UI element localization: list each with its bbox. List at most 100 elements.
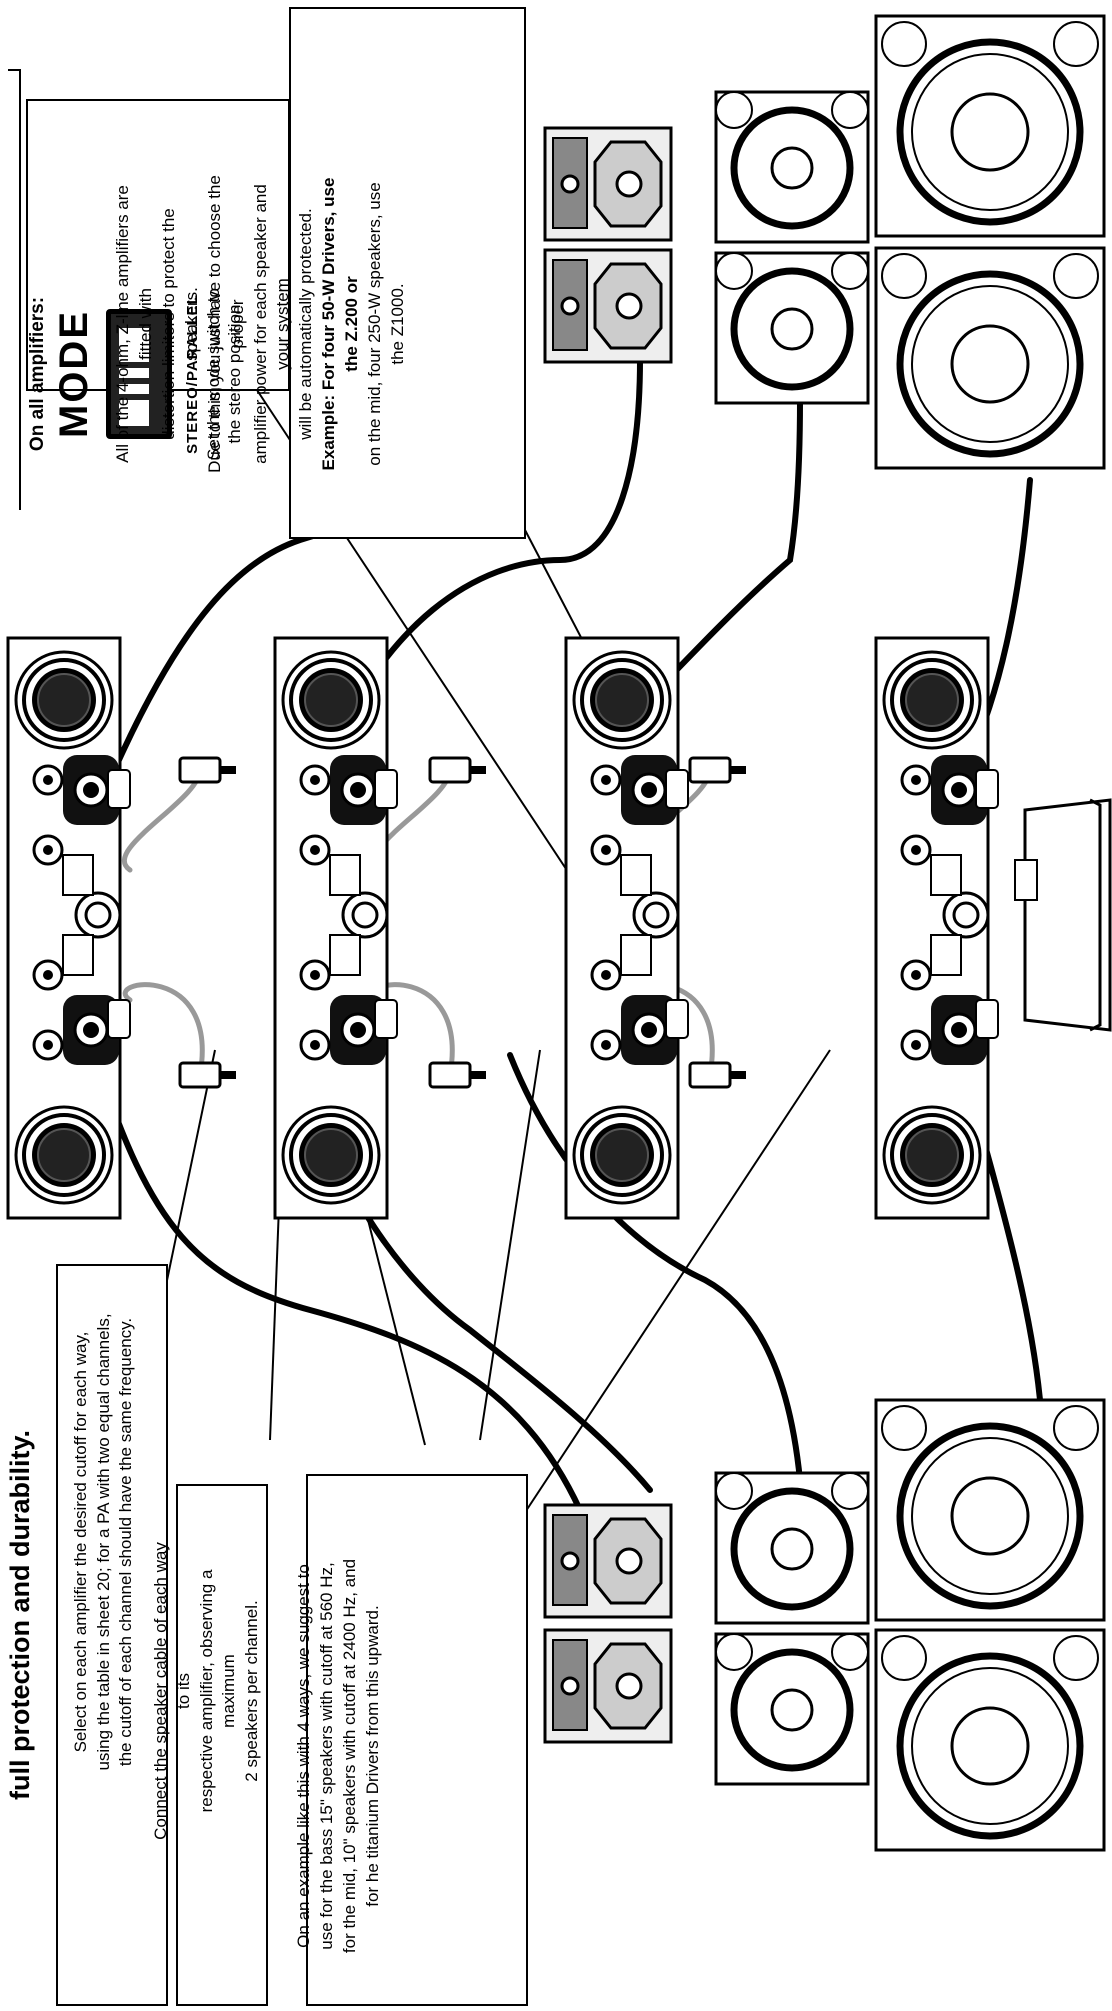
port-hole [716, 1473, 752, 1509]
power-switch-inner [954, 903, 978, 927]
speakon-pin [350, 782, 366, 798]
pointer-limiters-b [525, 530, 585, 645]
amplifier-1 [8, 638, 130, 1218]
speakon-pin [83, 782, 99, 798]
bass-speaker-bottom-b [876, 1630, 1104, 1850]
mixer-body [1025, 800, 1110, 1030]
mid-speaker-top-a [716, 92, 868, 242]
xlr-pin [911, 845, 921, 855]
trs-plug [690, 758, 730, 782]
xlr-pin [601, 970, 611, 980]
cutoff-line3: the cutoff of each channel should have t… [115, 1281, 138, 1803]
limiters-line7: on the mid, four 250-W speakers, use the… [364, 173, 410, 475]
jack-plug [666, 770, 688, 808]
xlr-pin [310, 970, 320, 980]
port-hole [716, 253, 752, 289]
trs-plug-tip [470, 1071, 486, 1079]
example-note: On an example like this with 4 ways, we … [232, 1526, 446, 1986]
example-line4: for he titanium Drivers from this upward… [362, 1526, 385, 1986]
xlr-pin [911, 970, 921, 980]
xlr-pin [43, 775, 53, 785]
dip-switch [330, 855, 360, 895]
horn-connector [562, 1678, 578, 1694]
port-hole [716, 1634, 752, 1670]
example-line3: for the mid, 10" speakers with cutoff at… [339, 1526, 362, 1986]
speakon-pin [641, 782, 657, 798]
xlr-pin [310, 775, 320, 785]
dip-switch [931, 855, 961, 895]
speakon-pin [350, 1022, 366, 1038]
xlr-pin [310, 1040, 320, 1050]
limiters-line2: distortion limiters to protect the speak… [158, 173, 204, 475]
dip-switch [330, 935, 360, 975]
trs-plug [430, 758, 470, 782]
fan-hub [38, 1129, 90, 1181]
trs-plug [180, 1063, 220, 1087]
xlr-pin [601, 845, 611, 855]
example-line1: On an example like this with 4 ways, we … [293, 1526, 316, 1986]
horn-throat [617, 294, 641, 318]
bass-speaker-bottom-a [876, 1400, 1104, 1620]
example-line2: use for the bass 15" speakers with cutof… [316, 1526, 339, 1986]
mid-dustcap [772, 309, 812, 349]
dip-switch [63, 935, 93, 975]
jack-plug [976, 1000, 998, 1038]
port-hole [832, 1634, 868, 1670]
dip-switch [931, 935, 961, 975]
trs-plug-tip [730, 1071, 746, 1079]
cutoff-line1: Select on each amplifier the desired cut… [70, 1281, 93, 1803]
jack-plug [108, 770, 130, 808]
port-hole [882, 1406, 926, 1450]
jack-plug [108, 1000, 130, 1038]
speakon-pin [83, 1022, 99, 1038]
fan-hub [906, 1129, 958, 1181]
horn-driver-top-a [545, 128, 671, 240]
trs-plug [180, 758, 220, 782]
dip-switch [621, 855, 651, 895]
port-hole [882, 22, 926, 66]
port-hole [1054, 1406, 1098, 1450]
horn-throat [617, 1674, 641, 1698]
port-hole [832, 253, 868, 289]
mid-dustcap [772, 148, 812, 188]
fan-hub [906, 674, 958, 726]
limiters-line5: will be automatically protected. [295, 173, 318, 475]
port-hole [832, 92, 868, 128]
cutoff-line2: using the table in sheet 20; for a PA wi… [93, 1281, 116, 1803]
xlr-pin [43, 970, 53, 980]
horn-driver-top-b [545, 250, 671, 362]
port-hole [882, 1636, 926, 1680]
amplifier-2 [275, 638, 397, 1218]
mid-dustcap [772, 1529, 812, 1569]
mixer-console [1015, 800, 1110, 1030]
bass-speaker-top-b [876, 248, 1104, 468]
jack-plug [375, 1000, 397, 1038]
mixer-output [1015, 860, 1037, 900]
xlr-pin [601, 775, 611, 785]
mid-speaker-bottom-a [716, 1473, 868, 1623]
limiters-line4: amplifier power for each speaker and you… [250, 173, 296, 475]
mid-dustcap [772, 1690, 812, 1730]
jack-plug [666, 1000, 688, 1038]
mid-speaker-bottom-b [716, 1634, 868, 1784]
fan-hub [305, 1129, 357, 1181]
port-hole [716, 92, 752, 128]
cable-line1: Connect the speaker cable of each way to… [150, 1540, 196, 1842]
port-hole [1054, 254, 1098, 298]
horn-driver-bottom-b [545, 1630, 671, 1742]
horn-connector [562, 1553, 578, 1569]
jack-plug [375, 770, 397, 808]
fan-hub [305, 674, 357, 726]
bass-speaker-top-a [876, 16, 1104, 236]
limiters-note: All of the 4-ohm, Z-line amplifiers are … [56, 173, 466, 475]
power-switch-inner [86, 903, 110, 927]
limiters-line6: Example: For four 50-W Drivers, use the … [318, 173, 364, 475]
trs-plug-tip [220, 1071, 236, 1079]
port-hole [882, 254, 926, 298]
power-switch-inner [644, 903, 668, 927]
dip-switch [63, 855, 93, 895]
horn-connector [562, 176, 578, 192]
horn-throat [617, 172, 641, 196]
bass-dustcap [952, 326, 1028, 402]
